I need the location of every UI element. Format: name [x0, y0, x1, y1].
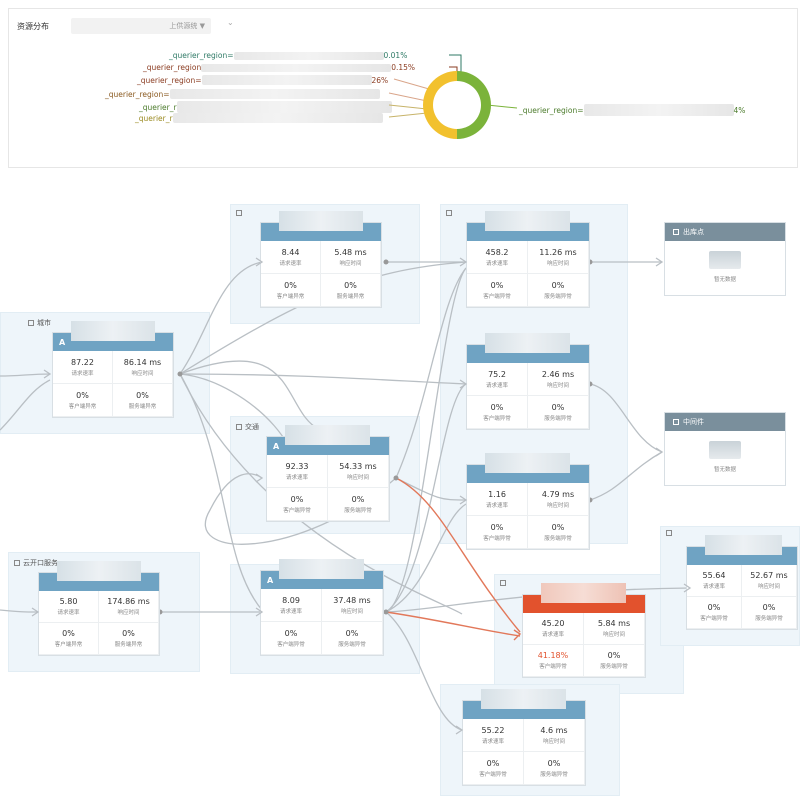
donut-chart	[388, 54, 518, 139]
service-icon: A	[273, 441, 280, 451]
donut-label-right: _querier_region= 4%	[519, 104, 746, 116]
group-label-city: 城市	[28, 318, 51, 328]
edge	[395, 267, 467, 479]
chevron-down-icon[interactable]: ⌄	[227, 18, 234, 27]
edge	[589, 451, 663, 501]
edge	[179, 373, 263, 611]
database-icon	[673, 419, 679, 425]
edge	[179, 373, 467, 385]
edge	[385, 503, 467, 613]
donut-label-5: _querier_r	[135, 113, 383, 123]
donut-label-0: _querier_region= 0.01%	[169, 51, 408, 60]
empty-data-icon	[709, 441, 741, 459]
group-icon	[28, 320, 34, 326]
edge	[179, 360, 321, 431]
donut-slice-yellow	[423, 71, 457, 139]
donut-slice-green	[457, 71, 491, 139]
donut-label-1: _querier_region 0.15%	[143, 63, 416, 72]
edge	[589, 383, 663, 453]
edge	[0, 379, 51, 431]
edge	[204, 473, 397, 545]
edge	[385, 267, 467, 613]
group-label-right	[446, 210, 452, 216]
edge	[395, 477, 467, 501]
edge	[179, 261, 263, 375]
edge	[385, 383, 467, 613]
distribution-panel: 资源分布 上供源统 ▼ ⌄ _querier_region= 0.01% _qu…	[8, 8, 798, 168]
edge	[0, 609, 39, 613]
edge-error	[395, 477, 521, 633]
external-node[interactable]: 出库点 暂无数据	[664, 222, 786, 296]
service-icon: A	[267, 575, 274, 585]
donut-label-4: _querier_r	[139, 101, 392, 113]
donut-label-2: _querier_region= 26%	[137, 75, 389, 85]
group-label-error	[500, 580, 506, 586]
external-node[interactable]: 中间件 暂无数据	[664, 412, 786, 486]
group-label-far	[666, 530, 672, 536]
edge	[0, 373, 51, 377]
edge-error	[385, 611, 521, 637]
donut-label-3: _querier_region=	[105, 89, 380, 99]
database-icon	[673, 229, 679, 235]
group-label-traffic: 交通	[236, 422, 259, 432]
panel-title: 资源分布	[17, 22, 49, 31]
group-label-cloud: 云开口服务	[14, 558, 58, 568]
service-icon: A	[59, 337, 66, 347]
empty-data-icon	[709, 251, 741, 269]
source-select[interactable]: 上供源统 ▼	[71, 18, 211, 34]
edge	[385, 611, 463, 731]
group-label-top	[236, 210, 242, 216]
